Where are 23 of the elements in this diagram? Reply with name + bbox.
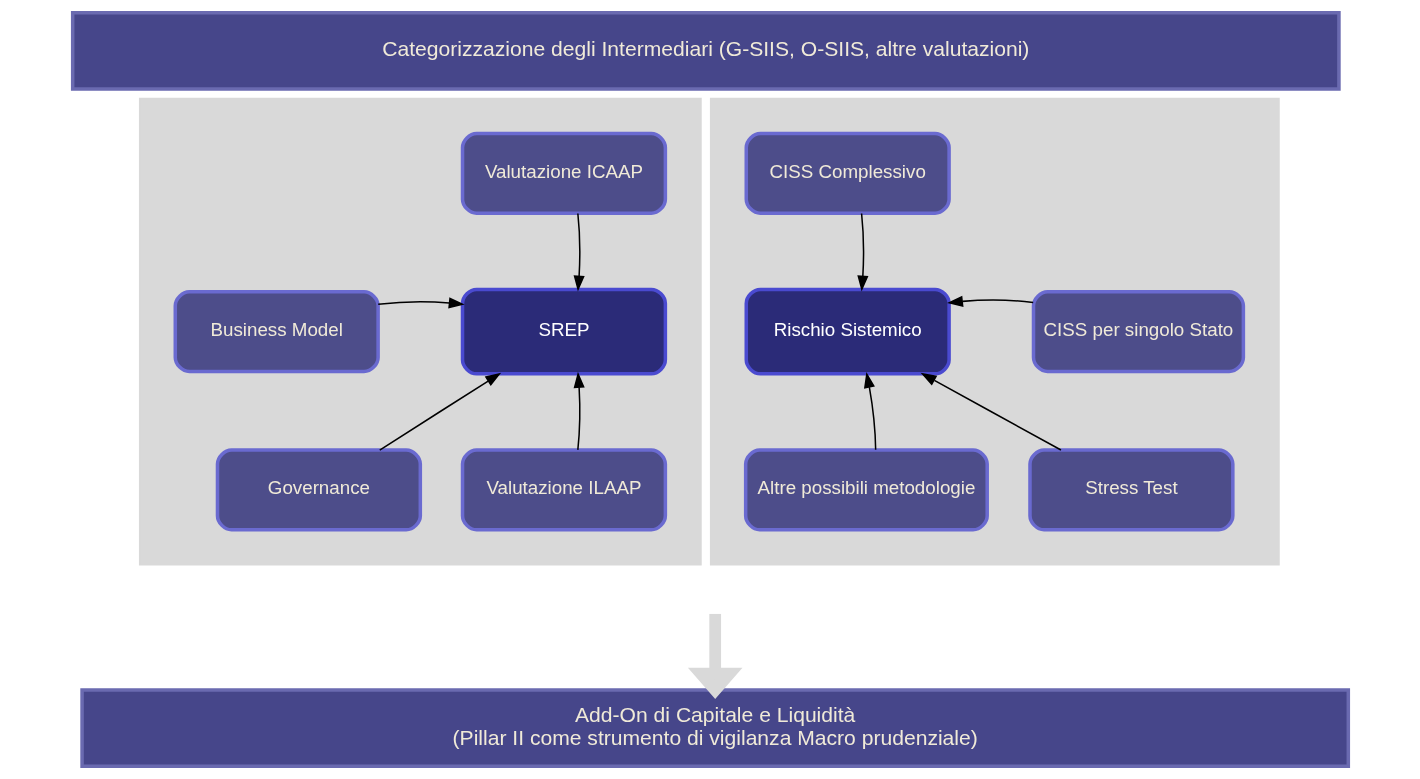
- arrow: [920, 372, 1062, 451]
- node-box: Valutazione ICAAP: [460, 131, 667, 215]
- node-box: Governance: [215, 448, 422, 532]
- arrow: [863, 371, 876, 451]
- arrow: [573, 212, 585, 292]
- node-box: Business Model: [173, 290, 380, 374]
- node-box: CISS per singolo Stato: [1031, 290, 1245, 374]
- node-box: Stress Test: [1027, 448, 1235, 532]
- arrow: [378, 372, 501, 451]
- cluster: [138, 97, 702, 566]
- node-box: Categorizzazione degli Intermediari (G-SIIS, O-SIIS, altre valutazioni): [70, 10, 1341, 91]
- node-box: CISS Complessivo: [744, 131, 951, 215]
- node-box: SREP: [460, 287, 667, 376]
- arrow: [573, 371, 585, 451]
- node-box: Altre possibili metodologie: [743, 448, 989, 532]
- arrow: [377, 297, 465, 309]
- cluster: [709, 97, 1280, 566]
- arrow: [856, 212, 868, 292]
- arrow: [687, 613, 742, 699]
- node-box: Add-On di Capitale e Liquidità (Pillar II come strumento di vigilanza Macro prudenziale): [79, 688, 1350, 769]
- node-box: Rischio Sistemico: [744, 287, 951, 376]
- node-box: Valutazione ILAAP: [460, 448, 667, 532]
- arrow: [946, 295, 1034, 307]
